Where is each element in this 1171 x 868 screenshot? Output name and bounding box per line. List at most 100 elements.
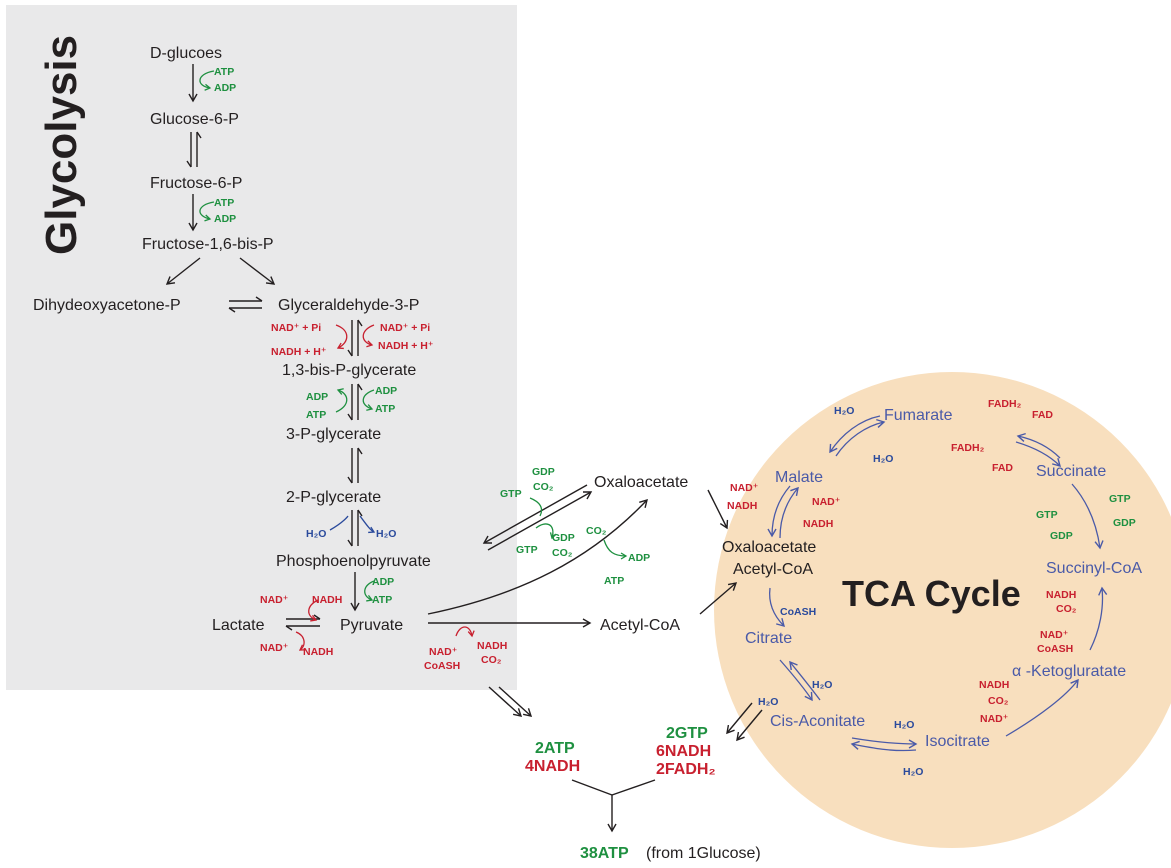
co2-label: CO₂ bbox=[533, 481, 554, 493]
tca-citrate: Citrate bbox=[745, 630, 792, 647]
tca-gtp-total: 2GTP bbox=[666, 725, 708, 742]
h2o-label: H₂O bbox=[903, 766, 923, 778]
tca-alpha-ketoglutarate: α -Ketogluratate bbox=[1012, 663, 1126, 680]
tca-cycle-arrows bbox=[767, 415, 1108, 752]
fructose-16-bis-p: Fructose-1,6-bis-P bbox=[142, 236, 274, 253]
glycolysis-metabolites: D-glucoes Glucose-6-P Fructose-6-P Fruct… bbox=[33, 45, 431, 634]
nadh-label: NADH bbox=[303, 646, 333, 658]
gdp-label: GDP bbox=[552, 532, 575, 544]
gdp-label: GDP bbox=[1113, 517, 1136, 529]
tca-nadh-total: 6NADH bbox=[656, 743, 711, 760]
glucose-6-p: Glucose-6-P bbox=[150, 111, 239, 128]
atp-label: ATP bbox=[214, 66, 234, 78]
nadh-label: NADH bbox=[979, 679, 1009, 691]
final-note: (from 1Glucose) bbox=[646, 845, 761, 862]
fructose-6-p: Fructose-6-P bbox=[150, 175, 242, 192]
gdp-label: GDP bbox=[1050, 530, 1073, 542]
adp-label: ADP bbox=[372, 576, 394, 588]
nad-label: NAD⁺ bbox=[429, 646, 457, 658]
adp-label: ADP bbox=[375, 385, 397, 397]
tca-title: TCA Cycle bbox=[842, 573, 1021, 614]
nad-label: NAD⁺ bbox=[980, 713, 1008, 725]
cofactor-arcs bbox=[199, 70, 628, 651]
2-p-glycerate: 2-P-glycerate bbox=[286, 489, 381, 506]
oxaloacetate-bridge: Oxaloacetate bbox=[594, 474, 688, 491]
fad-label: FAD bbox=[992, 462, 1013, 474]
coash-label: CoASH bbox=[780, 606, 816, 618]
h2o-label: H₂O bbox=[873, 453, 893, 465]
h2o-label: H₂O bbox=[376, 528, 396, 540]
final-atp-total: 38ATP bbox=[580, 845, 629, 862]
nadh-label: NADH bbox=[477, 640, 507, 652]
nad-label: NAD⁺ bbox=[812, 496, 840, 508]
h2o-label: H₂O bbox=[306, 528, 326, 540]
adp-label: ADP bbox=[628, 552, 650, 564]
nadh-label: NADH bbox=[1046, 589, 1076, 601]
h2o-label: H₂O bbox=[894, 719, 914, 731]
d-glucose: D-glucoes bbox=[150, 45, 222, 62]
atp-label: ATP bbox=[372, 594, 392, 606]
glycolysis-title: Glycolysis bbox=[37, 35, 86, 255]
nad-label: NAD⁺ bbox=[1040, 629, 1068, 641]
tca-succinyl-coa: Succinyl-CoA bbox=[1046, 560, 1142, 577]
phosphoenolpyruvate: Phosphoenolpyruvate bbox=[276, 553, 431, 570]
tca-acetyl-coa: Acetyl-CoA bbox=[733, 561, 813, 578]
fadh2-label: FADH₂ bbox=[988, 398, 1022, 410]
nadh-label: NADH bbox=[727, 500, 757, 512]
tca-succinate: Succinate bbox=[1036, 463, 1106, 480]
nadh-h-label: NADH + H⁺ bbox=[271, 346, 326, 358]
nad-label: NAD⁺ bbox=[260, 594, 288, 606]
tca-cofactors: NAD⁺ NADH NAD⁺ NADH H₂O H₂O FADH₂ FAD FA… bbox=[727, 398, 1136, 778]
3-p-glycerate: 3-P-glycerate bbox=[286, 426, 381, 443]
atp-label: ATP bbox=[306, 409, 326, 421]
tca-fadh2-total: 2FADH₂ bbox=[656, 761, 716, 778]
nadh-h-label: NADH + H⁺ bbox=[378, 340, 433, 352]
h2o-label: H₂O bbox=[812, 679, 832, 691]
tca-malate: Malate bbox=[775, 469, 823, 486]
nadh-label: NADH bbox=[312, 594, 342, 606]
atp-label: ATP bbox=[214, 197, 234, 209]
nad-pi-label: NAD⁺ + Pi bbox=[271, 322, 321, 334]
glyceraldehyde-3-p: Glyceraldehyde-3-P bbox=[278, 297, 419, 314]
adp-label: ADP bbox=[306, 391, 328, 403]
co2-label: CO₂ bbox=[586, 525, 607, 537]
tca-metabolites: Oxaloacetate Acetyl-CoA Citrate Cis-Acon… bbox=[722, 407, 1142, 750]
gtp-label: GTP bbox=[516, 544, 538, 556]
nad-pi-label: NAD⁺ + Pi bbox=[380, 322, 430, 334]
tca-fumarate: Fumarate bbox=[884, 407, 953, 424]
adp-label: ADP bbox=[214, 82, 236, 94]
atp-label: ATP bbox=[375, 403, 395, 415]
co2-label: CO₂ bbox=[988, 695, 1009, 707]
acetyl-coa-bridge: Acetyl-CoA bbox=[600, 617, 680, 634]
co2-label: CO₂ bbox=[481, 654, 502, 666]
h2o-label: H₂O bbox=[834, 405, 854, 417]
nadh-label: NADH bbox=[803, 518, 833, 530]
gtp-label: GTP bbox=[500, 488, 522, 500]
gdp-label: GDP bbox=[532, 466, 555, 478]
glycolysis-cofactors: ATP ADP ATP ADP NAD⁺ + Pi NADH + H⁺ NAD⁺… bbox=[214, 66, 650, 672]
nad-label: NAD⁺ bbox=[730, 482, 758, 494]
tca-circle bbox=[714, 372, 1171, 848]
coash-label: CoASH bbox=[424, 660, 460, 672]
tca-cis-aconitate: Cis-Aconitate bbox=[770, 713, 865, 730]
energy-totals: 2ATP 4NADH 2GTP 6NADH 2FADH₂ 38ATP (from… bbox=[525, 725, 761, 862]
tca-isocitrate: Isocitrate bbox=[925, 733, 990, 750]
lactate: Lactate bbox=[212, 617, 265, 634]
dihydroxyacetone-p: Dihydeoxyacetone-P bbox=[33, 297, 181, 314]
glycolysis-panel bbox=[6, 5, 517, 690]
nad-label: NAD⁺ bbox=[260, 642, 288, 654]
tca-oxaloacetate: Oxaloacetate bbox=[722, 539, 816, 556]
glycolysis-pathway bbox=[165, 64, 763, 833]
coash-label: CoASH bbox=[1037, 643, 1073, 655]
co2-label: CO₂ bbox=[1056, 603, 1077, 615]
atp-label: ATP bbox=[604, 575, 624, 587]
glycolysis-nadh-total: 4NADH bbox=[525, 758, 580, 775]
co2-label: CO₂ bbox=[552, 547, 573, 559]
bis-p-glycerate: 1,3-bis-P-glycerate bbox=[282, 362, 416, 379]
gtp-label: GTP bbox=[1036, 509, 1058, 521]
glycolysis-atp-total: 2ATP bbox=[535, 740, 575, 757]
fad-label: FAD bbox=[1032, 409, 1053, 421]
pyruvate: Pyruvate bbox=[340, 617, 403, 634]
h2o-label: H₂O bbox=[758, 696, 778, 708]
